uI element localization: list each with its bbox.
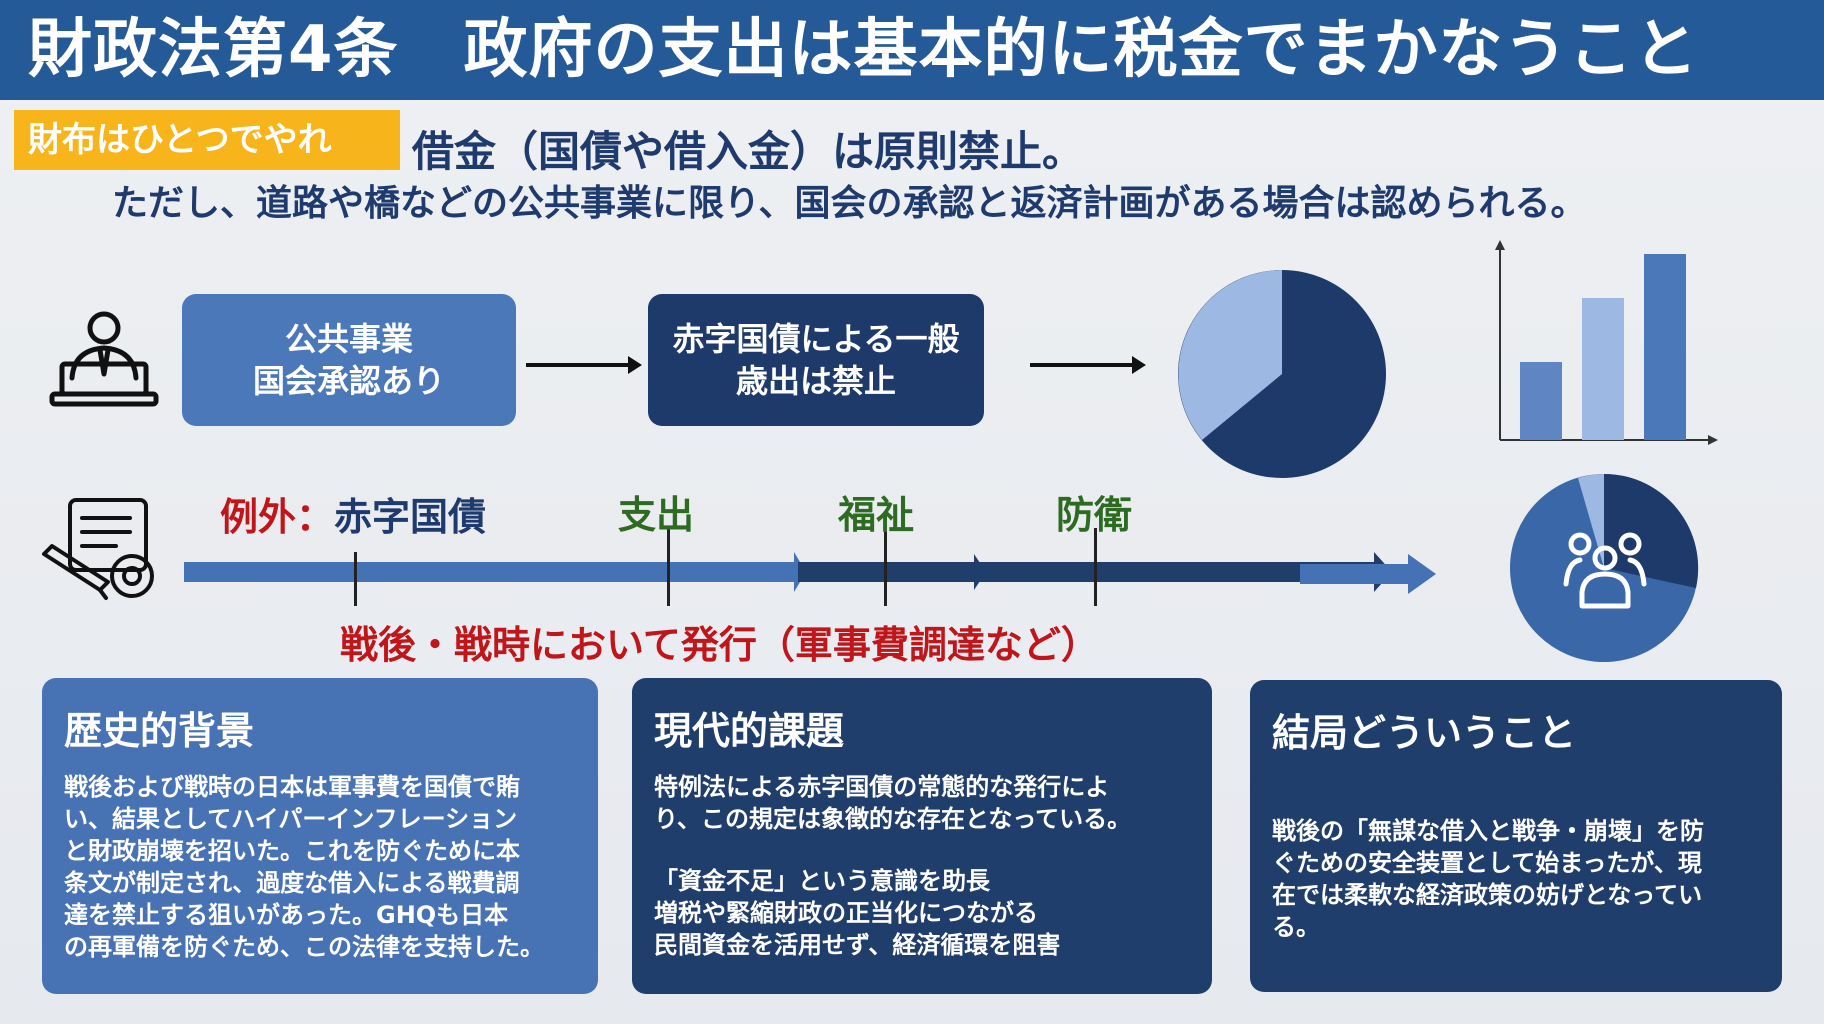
deficit-bond-box: 赤字国債による一般 歳出は禁止 (648, 294, 984, 426)
exception-word: 例外 (220, 495, 297, 539)
exception-label: 例外：赤字国債 (220, 486, 486, 541)
flow-arrow-1 (526, 356, 642, 374)
history-body: 戦後および戦時の日本は軍事費を国債で賄 い、結果としてハイパーインフレーション … (64, 771, 576, 963)
history-panel: 歴史的背景 戦後および戦時の日本は軍事費を国債で賄 い、結果としてハイパーインフ… (42, 678, 598, 994)
conclusion-line: 在では柔軟な経済政策の妨げとなってい (1272, 881, 1703, 909)
timeline-label-welfare: 福祉 (838, 493, 915, 537)
public-works-line-1: 公共事業 (284, 320, 413, 358)
conclusion-body: 戦後の「無謀な借入と戦争・崩壊」を防 ぐための安全装置として始まったが、現 在で… (1272, 815, 1760, 943)
history-line: と財政崩壊を招いた。これを防ぐために本 (64, 837, 520, 865)
intro-line-2: ただし、道路や橋などの公共事業に限り、国会の承認と返済計画がある場合は認められる… (112, 183, 1587, 224)
conclusion-title: 結局どういうこと (1272, 711, 1577, 755)
public-works-line-2: 国会承認あり (252, 362, 445, 400)
deficit-bond-line-1: 赤字国債による一般 (672, 320, 960, 358)
history-line: 条文が制定され、過度な借入による戦費調 (64, 869, 520, 897)
people-icon (1563, 532, 1647, 609)
modern-bullet: 増税や緊縮財政の正当化につながる (654, 899, 1038, 927)
modern-issues-panel: 現代的課題 特例法による赤字国債の常態的な発行によ り、この規定は象徴的な存在と… (632, 678, 1212, 994)
history-line: 戦後および戦時の日本は軍事費を国債で賄 (64, 773, 520, 801)
history-line: の再軍備を防ぐため、この法律を支持した。 (64, 933, 544, 961)
public-works-box: 公共事業 国会承認あり (182, 294, 516, 426)
modern-title: 現代的課題 (654, 709, 845, 753)
modern-line: り、この規定は象徴的な存在となっている。 (654, 805, 1132, 833)
presenter-icon (49, 311, 159, 407)
tick-welfare (884, 528, 887, 606)
conclusion-line: 戦後の「無謀な借入と戦争・崩壊」を防 (1272, 817, 1704, 845)
history-line: 達を禁止する狙いがあった。GHQも日本 (64, 901, 509, 929)
checklist-pencil-icon (42, 498, 154, 600)
flow-arrow-2 (1030, 356, 1146, 374)
modern-bullet: 「資金不足」という意識を助長 (654, 867, 990, 895)
exception-separator: ： (296, 495, 335, 539)
timeline-label-spending: 支出 (618, 493, 695, 537)
pie-graphic-large (1178, 270, 1386, 478)
tick-defense (1094, 528, 1097, 606)
catchphrase-tag: 財布はひとつでやれ (14, 110, 400, 170)
exception-value: 赤字国債 (334, 495, 487, 539)
conclusion-line: ぐための安全装置として始まったが、現 (1272, 849, 1702, 877)
modern-bullet: 民間資金を活用せず、経済循環を阻害 (654, 931, 1061, 959)
modern-body: 特例法による赤字国債の常態的な発行によ り、この規定は象徴的な存在となっている。… (654, 771, 1190, 961)
history-title: 歴史的背景 (64, 709, 255, 753)
intro-line-1: 借金（国債や借入金）は原則禁止。 (412, 127, 1085, 176)
page-title: 財政法第4条 政府の支出は基本的に税金でまかなうこと (28, 13, 1699, 87)
bar-graphic (1495, 240, 1718, 445)
timeline-extension-arrow (1300, 554, 1436, 594)
timeline-arrow (184, 552, 1392, 592)
conclusion-panel: 結局どういうこと 戦後の「無謀な借入と戦争・崩壊」を防 ぐための安全装置として始… (1250, 680, 1782, 992)
history-line: い、結果としてハイパーインフレーション (64, 805, 518, 833)
timeline-caption: 戦後・戦時において発行（軍事費調達など） (340, 623, 1099, 667)
header-bar (0, 0, 1824, 100)
modern-line: 特例法による赤字国債の常態的な発行によ (654, 773, 1110, 801)
conclusion-line: る。 (1272, 913, 1320, 941)
timeline-label-defense: 防衛 (1056, 493, 1133, 537)
modern-spacer (654, 835, 1190, 865)
tick-spending (667, 528, 670, 606)
deficit-bond-line-2: 歳出は禁止 (735, 362, 896, 400)
tick-exception (354, 552, 357, 606)
